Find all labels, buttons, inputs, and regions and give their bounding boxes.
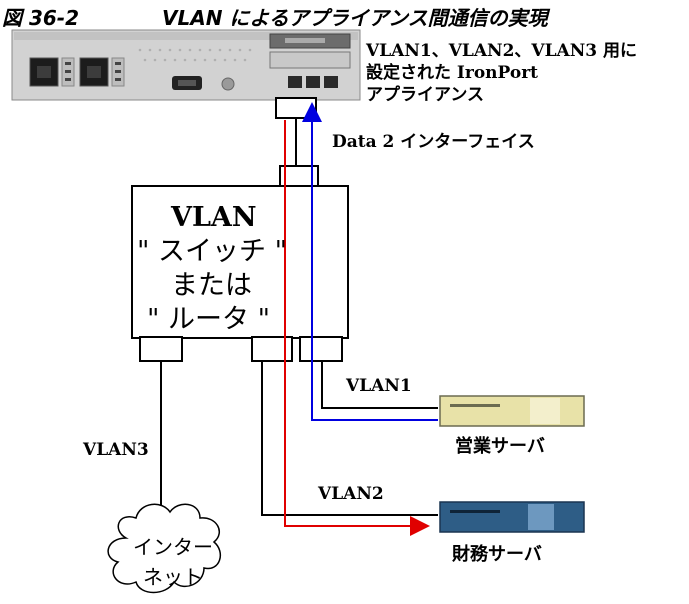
appliance-label-line: VLAN1、VLAN2、VLAN3 用に: [366, 41, 638, 61]
switch-label: VLAN " スイッチ " または " ルータ ": [137, 201, 347, 337]
appliance-label-line: アプライアンス: [366, 85, 484, 105]
ironport-appliance: [11, 29, 361, 101]
appliance-label: VLAN1、VLAN2、VLAN3 用に 設定された IronPort アプライ…: [366, 40, 637, 106]
internet-label-line: ネット: [143, 565, 203, 589]
vlan3-label: VLAN3: [83, 440, 149, 460]
sales-server: [439, 395, 585, 427]
vlan2-label: VLAN2: [318, 484, 384, 504]
figure-number: 図 36-2: [2, 6, 80, 30]
vlan1-traffic-path: [302, 102, 438, 421]
switch-label-line: VLAN: [171, 202, 257, 233]
finance-server-label: 財務サーバ: [452, 544, 542, 565]
switch-label-line: または: [171, 270, 252, 301]
switch-port-vlan3: [139, 336, 183, 362]
internet-label-line: インター: [133, 535, 213, 559]
sales-server-label: 営業サーバ: [455, 436, 545, 457]
switch-port-vlan1: [299, 336, 343, 362]
finance-server: [439, 501, 585, 533]
figure-caption: VLAN によるアプライアンス間通信の実現: [162, 6, 548, 30]
switch-label-line: " スイッチ ": [137, 236, 288, 267]
internet-cloud: [107, 503, 222, 594]
appliance-port-connector: [275, 97, 317, 119]
internet-label: インター ネット: [108, 532, 238, 592]
appliance-label-line: 設定された IronPort: [366, 63, 539, 83]
figure-title: 図 36-2 VLAN によるアプライアンス間通信の実現: [2, 2, 548, 31]
vlan2-traffic-path: [284, 120, 430, 536]
vlan1-label: VLAN1: [346, 376, 412, 396]
switch-label-line: " ルータ ": [147, 304, 271, 335]
interface-label: Data 2 インターフェイス: [332, 132, 535, 152]
